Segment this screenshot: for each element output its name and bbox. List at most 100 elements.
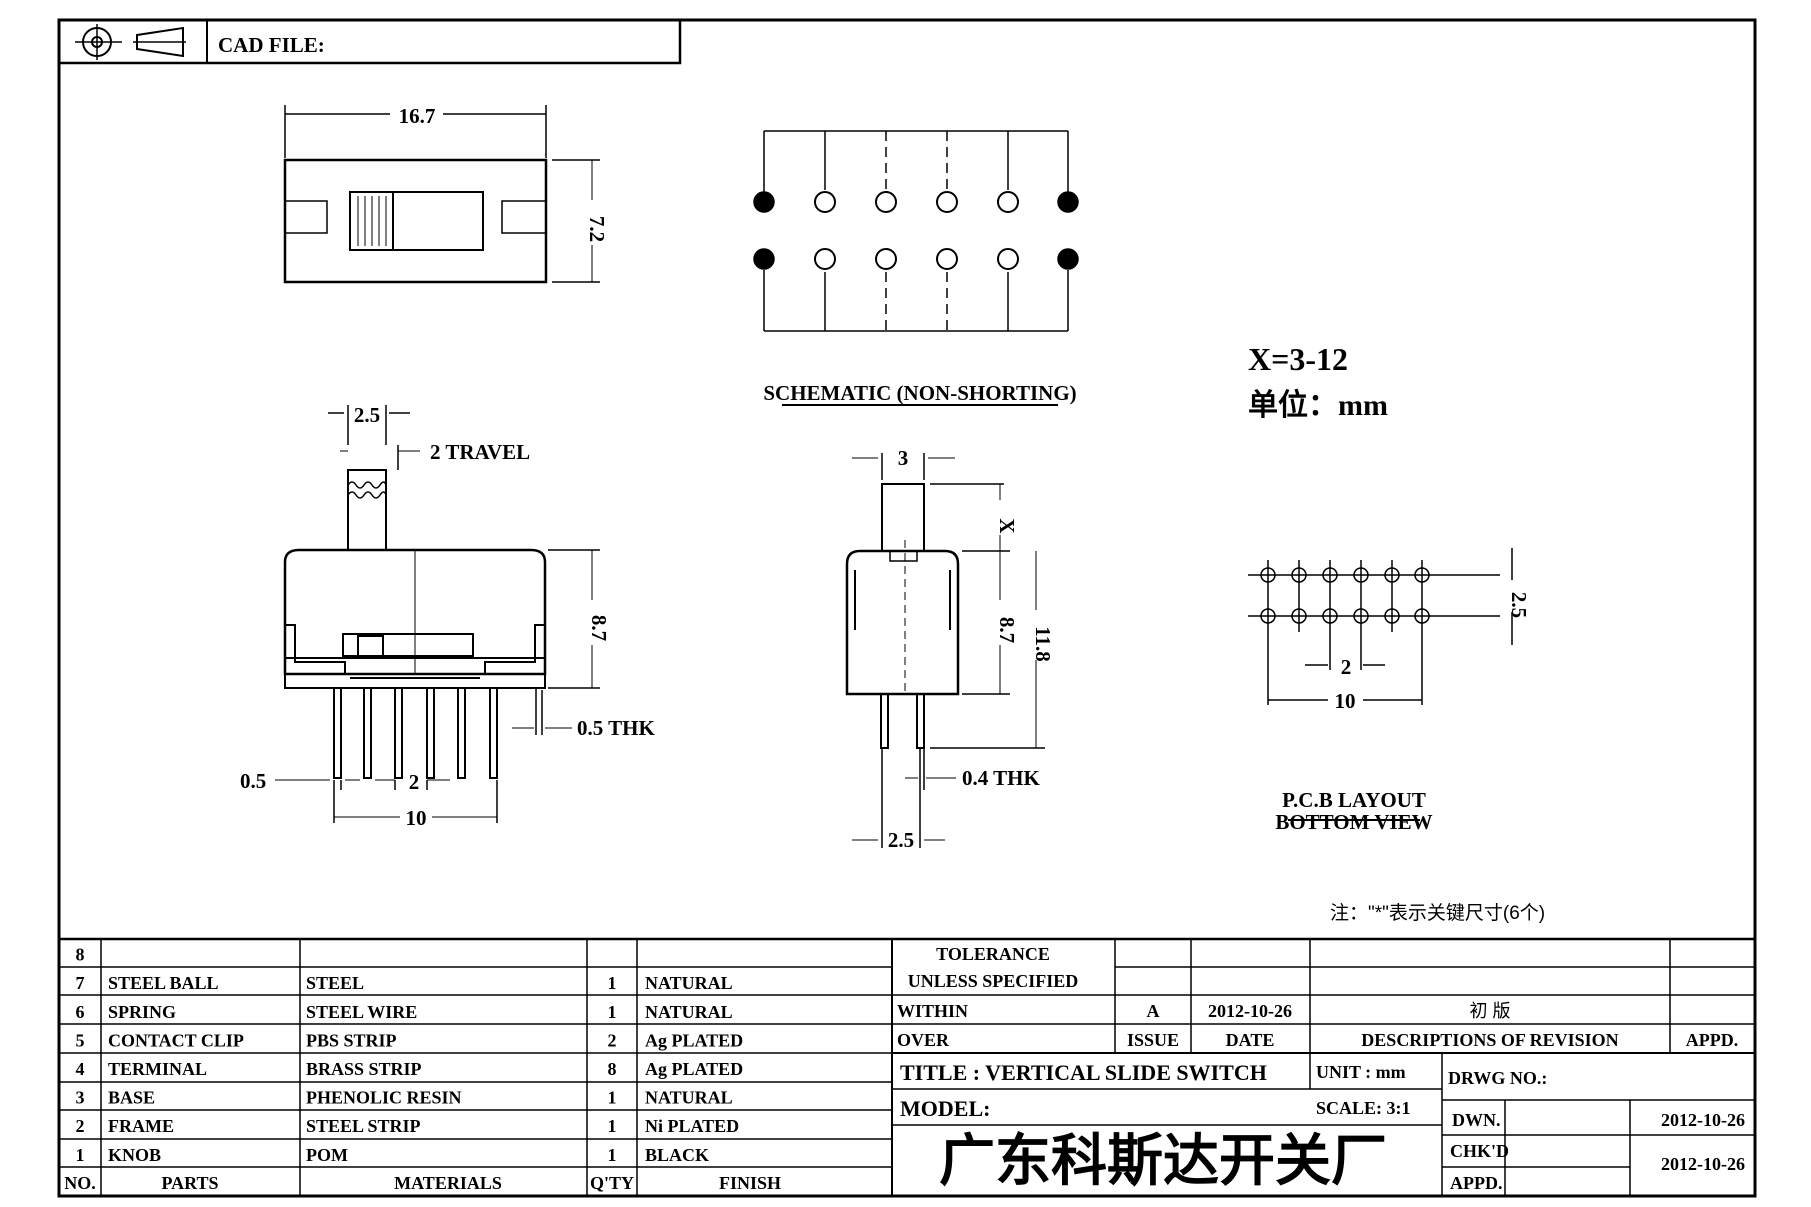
row-material: STEEL WIRE xyxy=(306,1002,417,1022)
projection-symbol-icon xyxy=(75,24,186,60)
side-travel: 2 TRAVEL xyxy=(430,440,530,464)
row-material: STEEL STRIP xyxy=(306,1116,421,1136)
end-thickness: 0.4 THK xyxy=(962,766,1040,790)
descriptions-of-revision-label: DESCRIPTIONS OF REVISION xyxy=(1361,1030,1618,1050)
company-name: 广东科斯达开关厂 xyxy=(939,1129,1387,1192)
row-qty: 2 xyxy=(608,1030,617,1050)
end-height: 8.7 xyxy=(995,617,1019,643)
scale-label: SCALE: 3:1 xyxy=(1316,1098,1411,1118)
within-label: WITHIN xyxy=(897,1001,968,1021)
header-finish: FINISH xyxy=(719,1173,781,1193)
header-no: NO. xyxy=(64,1173,96,1193)
end-x-label: X xyxy=(995,518,1019,533)
row-no: 5 xyxy=(76,1030,85,1050)
end-pin-span: 2.5 xyxy=(888,828,914,852)
pcb-row-spacing: 2.5 xyxy=(1507,592,1531,618)
cad-file-label: CAD FILE: xyxy=(218,33,325,57)
drawing-number-label: DRWG NO.: xyxy=(1448,1068,1547,1088)
pcb-layout xyxy=(1248,548,1513,821)
row-finish: NATURAL xyxy=(645,973,733,993)
end-knob-width: 3 xyxy=(898,446,909,470)
row-part: FRAME xyxy=(108,1116,174,1136)
row-qty: 8 xyxy=(608,1059,617,1079)
side-height: 8.7 xyxy=(587,615,611,641)
row-qty: 1 xyxy=(608,973,617,993)
side-pitch: 2 xyxy=(409,770,420,794)
revision-date: 2012-10-26 xyxy=(1208,1001,1292,1021)
row-material: STEEL xyxy=(306,973,364,993)
top-view xyxy=(283,105,600,284)
row-finish: NATURAL xyxy=(645,1002,733,1022)
header-materials: MATERIALS xyxy=(394,1173,502,1193)
side-knob-width: 2.5 xyxy=(354,403,380,427)
unit-note: 单位：mm xyxy=(1248,388,1388,422)
schematic xyxy=(753,130,1079,406)
side-span: 10 xyxy=(406,806,427,830)
header-parts: PARTS xyxy=(161,1173,218,1193)
top-width-dim: 16.7 xyxy=(399,104,436,128)
row-part: KNOB xyxy=(108,1145,161,1165)
row-finish: Ni PLATED xyxy=(645,1116,739,1136)
end-view xyxy=(845,453,1045,848)
row-qty: 1 xyxy=(608,1002,617,1022)
date-label: DATE xyxy=(1226,1030,1275,1050)
row-part: SPRING xyxy=(108,1002,176,1022)
model-label: MODEL: xyxy=(900,1096,990,1121)
row-no: 3 xyxy=(76,1088,85,1108)
end-total-height: 11.8 xyxy=(1031,626,1055,662)
row-no: 7 xyxy=(76,973,85,993)
row-part: STEEL BALL xyxy=(108,973,219,993)
row-no: 6 xyxy=(76,1002,85,1022)
dwn-label: DWN. xyxy=(1452,1110,1501,1130)
revision-letter: A xyxy=(1147,1001,1160,1021)
sheet-border xyxy=(57,18,1757,1198)
row-part: BASE xyxy=(108,1088,155,1108)
pcb-pitch: 2 xyxy=(1341,655,1352,679)
row-qty: 1 xyxy=(608,1116,617,1136)
revision-description: 初 版 xyxy=(1469,1001,1510,1021)
issue-label: ISSUE xyxy=(1127,1030,1179,1050)
row-qty: 1 xyxy=(608,1145,617,1165)
schematic-title: SCHEMATIC (NON-SHORTING) xyxy=(763,381,1076,405)
unless-specified-label: UNLESS SPECIFIED xyxy=(908,971,1079,991)
tolerance-label: TOLERANCE xyxy=(936,944,1050,964)
row-material: BRASS STRIP xyxy=(306,1059,422,1079)
row-finish: Ag PLATED xyxy=(645,1059,743,1079)
checked-date: 2012-10-26 xyxy=(1661,1154,1745,1174)
unit-label: UNIT : mm xyxy=(1316,1062,1406,1082)
row-finish: Ag PLATED xyxy=(645,1030,743,1050)
title-block-grid xyxy=(892,939,1755,1196)
row-part: TERMINAL xyxy=(108,1059,207,1079)
side-view xyxy=(275,405,600,823)
pcb-title-1: P.C.B LAYOUT xyxy=(1282,788,1426,812)
row-qty: 1 xyxy=(608,1088,617,1108)
pcb-title-2: BOTTOM VIEW xyxy=(1275,810,1432,834)
row-finish: NATURAL xyxy=(645,1088,733,1108)
row-material: PHENOLIC RESIN xyxy=(306,1088,462,1108)
checked-label: CHK'D xyxy=(1450,1141,1509,1161)
header-box: CAD FILE: xyxy=(59,20,682,65)
row-finish: BLACK xyxy=(645,1145,709,1165)
row-no: 8 xyxy=(76,945,85,965)
top-height-dim: 7.2 xyxy=(585,216,609,242)
pcb-span: 10 xyxy=(1335,689,1356,713)
dwn-date: 2012-10-26 xyxy=(1661,1110,1745,1130)
side-thickness: 0.5 THK xyxy=(577,716,655,740)
x-range-note: X=3-12 xyxy=(1248,341,1348,377)
row-no: 2 xyxy=(76,1116,85,1136)
row-material: PBS STRIP xyxy=(306,1030,397,1050)
row-material: POM xyxy=(306,1145,348,1165)
parts-table-grid xyxy=(59,937,1755,1196)
row-part: CONTACT CLIP xyxy=(108,1030,244,1050)
over-label: OVER xyxy=(897,1030,950,1050)
drawing-title: TITLE : VERTICAL SLIDE SWITCH xyxy=(900,1060,1267,1085)
row-no: 4 xyxy=(76,1059,85,1079)
header-qty: Q'TY xyxy=(590,1173,634,1193)
row-no: 1 xyxy=(76,1145,85,1165)
side-pin-width: 0.5 xyxy=(240,769,266,793)
appd-header: APPD. xyxy=(1686,1030,1739,1050)
approved-label: APPD. xyxy=(1450,1173,1503,1193)
footnote: 注："*"表示关键尺寸(6个) xyxy=(1330,902,1545,924)
